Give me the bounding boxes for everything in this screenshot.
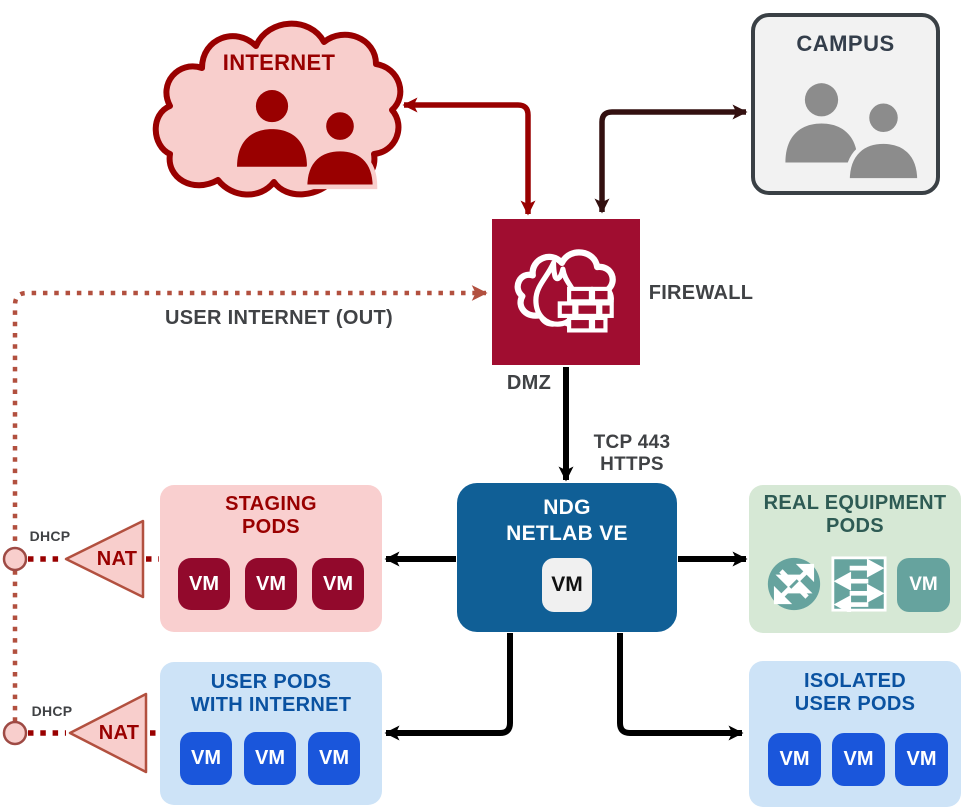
arrow-campus-firewall bbox=[594, 104, 748, 214]
real-equipment-box: REAL EQUIPMENT PODS VM bbox=[749, 485, 961, 633]
user-pods-title-line1: USER PODS bbox=[210, 671, 332, 693]
switch-icon bbox=[831, 556, 887, 612]
staging-title-line1: STAGING bbox=[225, 493, 317, 515]
real-equipment-title-line2: PODS bbox=[826, 515, 884, 537]
real-equipment-title-line1: REAL EQUIPMENT bbox=[763, 492, 947, 514]
nat-triangle-top bbox=[64, 519, 145, 599]
dhcp-node-bottom bbox=[2, 720, 28, 746]
user-pods-box: USER PODS WITH INTERNET VM VM VM bbox=[160, 662, 382, 805]
tcp-https-label: TCP 443 HTTPS bbox=[584, 432, 680, 476]
staging-vm-chip: VM bbox=[312, 558, 364, 610]
campus-box: CAMPUS bbox=[751, 13, 940, 195]
staging-pods-box: STAGING PODS VM VM VM bbox=[160, 485, 382, 632]
arrow-internet-firewall bbox=[402, 97, 536, 216]
isolated-pods-title: ISOLATED USER PODS bbox=[749, 670, 961, 716]
ndg-netlab-node: NDG NETLAB VE VM bbox=[457, 483, 677, 632]
user-pods-title-line2: WITH INTERNET bbox=[190, 694, 352, 716]
firewall-label: FIREWALL bbox=[648, 282, 754, 304]
real-equipment-title: REAL EQUIPMENT PODS bbox=[749, 492, 961, 538]
campus-label: CAMPUS bbox=[796, 31, 895, 56]
https-label: HTTPS bbox=[600, 454, 664, 475]
staging-vm-chip: VM bbox=[245, 558, 297, 610]
user-vm-chip: VM bbox=[308, 732, 360, 785]
staging-title-line2: PODS bbox=[242, 516, 300, 538]
isolated-vm-chip: VM bbox=[832, 733, 885, 786]
ndg-title: NDG NETLAB VE bbox=[457, 495, 677, 547]
user-internet-out-label: USER INTERNET (OUT) bbox=[165, 307, 393, 329]
isolated-vm-chip: VM bbox=[895, 733, 948, 786]
staging-title: STAGING PODS bbox=[160, 493, 382, 539]
dhcp-node-top bbox=[2, 546, 28, 572]
ndg-title-line1: NDG bbox=[543, 496, 591, 519]
isolated-pods-title-line1: ISOLATED bbox=[803, 670, 907, 692]
staging-vm-chip: VM bbox=[178, 558, 230, 610]
nat-label-top: NAT bbox=[96, 548, 138, 570]
nat-label-bottom: NAT bbox=[98, 722, 140, 744]
campus-users-icon bbox=[785, 83, 922, 183]
isolated-pods-title-line2: USER PODS bbox=[794, 693, 916, 715]
nat-triangle-bottom bbox=[68, 692, 148, 774]
user-vm-chip: VM bbox=[244, 732, 296, 785]
isolated-pods-box: ISOLATED USER PODS VM VM VM bbox=[749, 661, 961, 807]
router-icon bbox=[767, 557, 821, 611]
ndg-vm-chip: VM bbox=[542, 558, 592, 612]
firewall-icon bbox=[514, 249, 616, 333]
internet-label: INTERNET bbox=[222, 50, 336, 75]
internet-cloud bbox=[152, 20, 404, 198]
isolated-vm-chip: VM bbox=[768, 733, 821, 786]
firewall-node bbox=[492, 219, 640, 365]
dmz-label: DMZ bbox=[506, 372, 552, 394]
real-vm-chip: VM bbox=[897, 558, 950, 612]
arrow-ndg-isolated bbox=[617, 633, 744, 741]
internet-users-icon bbox=[237, 89, 378, 190]
tcp-label: TCP 443 bbox=[593, 432, 671, 453]
user-vm-chip: VM bbox=[180, 732, 232, 785]
ndg-title-line2: NETLAB VE bbox=[506, 522, 628, 545]
user-pods-title: USER PODS WITH INTERNET bbox=[160, 671, 382, 717]
dhcp-label-bottom: DHCP bbox=[31, 703, 73, 719]
dhcp-label-top: DHCP bbox=[29, 528, 71, 544]
arrow-ndg-userpods bbox=[384, 633, 513, 741]
